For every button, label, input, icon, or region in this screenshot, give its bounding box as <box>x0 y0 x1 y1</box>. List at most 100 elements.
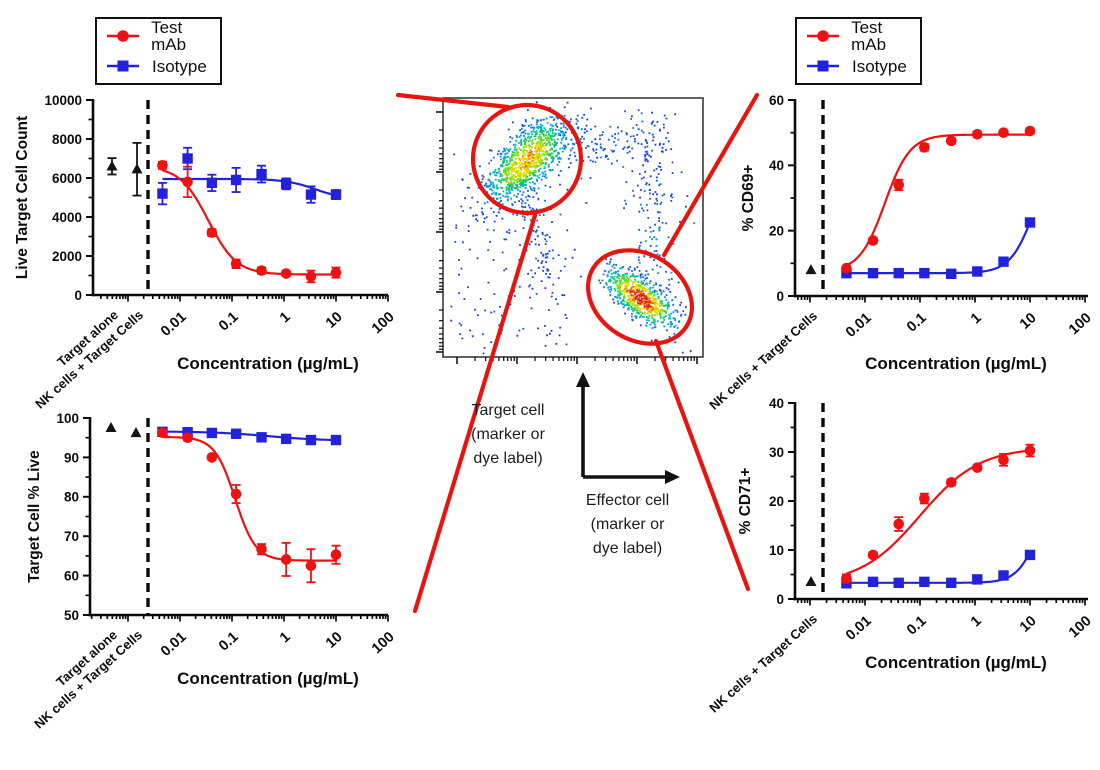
data-point-circle <box>157 427 168 438</box>
x-tick-label: 1 <box>277 629 294 646</box>
x-tick-label: 10 <box>323 629 346 652</box>
data-point-circle <box>280 554 292 565</box>
x-axis-title: Concentration (µg/mL) <box>177 354 359 373</box>
test-mab-marker-icon <box>107 30 139 42</box>
data-point-circle <box>998 127 1009 138</box>
data-point-circle <box>971 129 983 140</box>
y-tick-label: 60 <box>769 93 784 108</box>
data-point-square <box>972 266 983 277</box>
control-triangle-marker <box>105 422 117 433</box>
data-point-square <box>867 576 879 588</box>
y-tick-label: 100 <box>56 411 79 426</box>
square-icon <box>117 60 129 72</box>
x-tick-label: 0.01 <box>843 613 875 644</box>
data-point-square <box>919 576 930 588</box>
data-point-circle <box>206 227 218 238</box>
x-tick-label: 1 <box>968 310 985 327</box>
x-axis-title: Concentration (µg/mL) <box>177 669 359 688</box>
target-cell-gate <box>470 102 584 216</box>
y-tick-label: 2000 <box>52 249 82 264</box>
data-point-circle <box>841 573 852 584</box>
x-tick-label: 0.01 <box>158 629 190 660</box>
data-point-circle <box>1024 445 1036 456</box>
data-point-square <box>230 174 242 186</box>
y-tick-label: 0 <box>74 288 82 303</box>
y-axis-title: % CD71+ <box>737 468 754 535</box>
data-point-circle <box>945 135 957 147</box>
data-point-square <box>330 189 342 200</box>
data-point-square <box>998 570 1009 581</box>
data-point-circle <box>182 432 193 444</box>
control-triangle-marker <box>805 264 817 275</box>
data-point-square <box>972 574 983 585</box>
legend-label-isotype: Isotype <box>852 56 907 76</box>
control-category-label: NK cells + Target Cells <box>31 627 145 732</box>
data-point-circle <box>157 160 168 171</box>
data-point-circle <box>206 452 218 463</box>
data-point-circle <box>182 176 193 188</box>
legend-item-test-mab: Test mAb <box>806 19 920 53</box>
control-category-label: NK cells + Target Cells <box>32 307 146 412</box>
gate-connector-line-3 <box>661 92 760 258</box>
y-tick-label: 60 <box>64 568 79 583</box>
control-category-label: NK cells + Target Cells <box>706 308 820 413</box>
data-point-circle <box>998 454 1009 466</box>
flow-y-axis-label: Target cell (marker or dye label) <box>471 402 545 467</box>
circle-icon <box>817 30 829 42</box>
data-point-circle <box>867 235 879 246</box>
flow-density-points <box>503 134 663 317</box>
data-point-circle <box>305 560 317 572</box>
y-tick-label: 20 <box>769 494 784 509</box>
data-point-square <box>893 267 904 279</box>
y-tick-label: 10 <box>769 543 784 558</box>
x-tick-label: 100 <box>369 629 398 657</box>
control-category-label: NK cells + Target Cells <box>706 611 820 716</box>
legend-label-test-mab: Test mAb <box>851 18 887 54</box>
data-point-square <box>998 256 1009 267</box>
y-axis-title: % CD69+ <box>740 165 757 232</box>
circle-icon <box>117 30 129 42</box>
legend-label-test-mab: Test mAb <box>151 18 187 54</box>
y-tick-label: 30 <box>769 445 784 460</box>
gate-connector-line-2 <box>412 209 539 614</box>
y-axis-title: Live Target Cell Count <box>14 116 31 279</box>
data-point-square <box>206 427 218 439</box>
data-point-circle <box>330 549 342 561</box>
right-arrowhead-icon <box>665 470 680 484</box>
data-point-circle <box>867 549 879 561</box>
fit-curve-test-mab <box>162 435 336 562</box>
data-point-square <box>330 434 342 446</box>
data-point-square <box>867 267 879 279</box>
data-point-circle <box>919 142 930 153</box>
flow-axis-schematic <box>576 372 680 484</box>
data-point-square <box>893 577 904 589</box>
data-point-circle <box>841 262 852 274</box>
y-tick-label: 70 <box>64 529 79 544</box>
data-point-square <box>280 433 292 445</box>
y-tick-label: 0 <box>776 289 784 304</box>
x-tick-label: 100 <box>1066 310 1095 338</box>
data-point-square <box>182 426 193 438</box>
data-point-circle <box>893 179 905 191</box>
x-tick-label: 0.1 <box>216 629 242 654</box>
data-point-circle <box>256 543 267 555</box>
data-point-circle <box>305 271 317 282</box>
data-point-circle <box>971 462 983 473</box>
control-triangle-marker <box>131 163 143 174</box>
y-tick-label: 6000 <box>52 171 82 186</box>
flow-x-axis-label: Effector cell (marker or dye label) <box>585 492 670 557</box>
flow-density-points <box>494 127 671 324</box>
data-point-circle <box>280 268 292 279</box>
gate-connector-line-1 <box>395 92 511 110</box>
x-tick-label: 0.01 <box>158 309 190 340</box>
y-tick-label: 10000 <box>44 93 82 108</box>
effector-cell-gate <box>585 248 695 346</box>
data-point-circle <box>919 493 930 504</box>
data-point-square <box>305 189 317 200</box>
data-point-square <box>157 188 168 199</box>
legend-item-test-mab: Test mAb <box>106 19 220 53</box>
